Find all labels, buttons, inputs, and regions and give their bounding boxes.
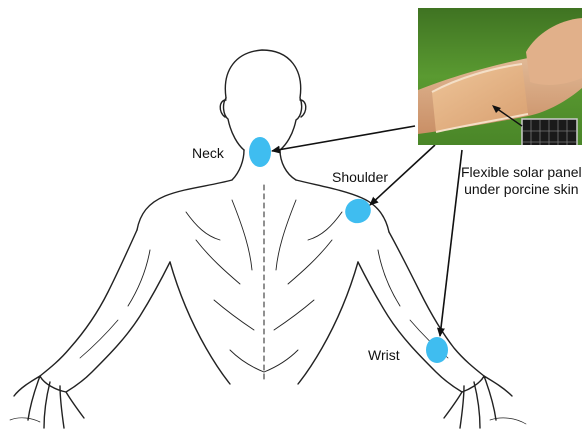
- shoulder-label: Shoulder: [332, 169, 388, 185]
- solar-panel-caption: Flexible solar panel under porcine skin: [461, 164, 582, 198]
- neck-spot: [249, 137, 271, 167]
- wrist-spot: [426, 337, 448, 363]
- solar-panel-icon: [522, 119, 577, 145]
- wrist-photo: [418, 8, 582, 145]
- wrist-label: Wrist: [368, 347, 400, 363]
- neck-label: Neck: [192, 145, 224, 161]
- caption-line-1: Flexible solar panel: [461, 164, 582, 181]
- arrow-to-wrist: [440, 150, 462, 336]
- caption-line-2: under porcine skin: [461, 181, 582, 198]
- shoulder-spot: [341, 195, 375, 228]
